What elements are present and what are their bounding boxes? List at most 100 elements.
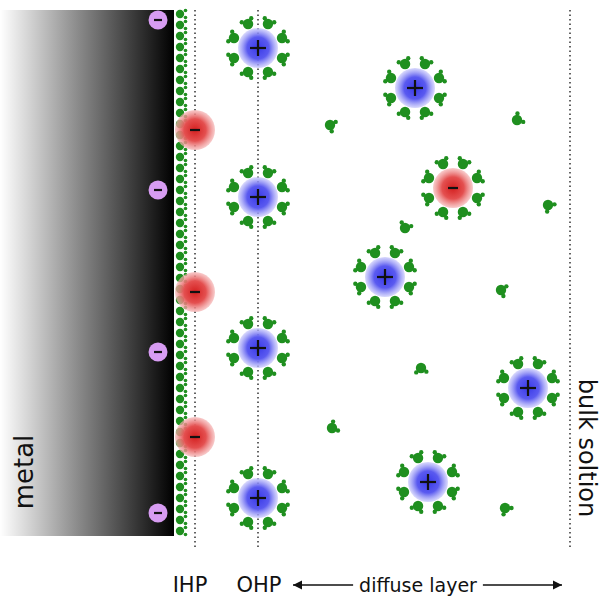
water-molecule: [240, 466, 254, 479]
water-molecule: [472, 170, 485, 184]
water-molecule: [367, 296, 381, 309]
water-molecule: [277, 353, 290, 367]
charge-sign: [154, 189, 162, 191]
surface-charge: [149, 181, 168, 200]
water-molecule: [397, 107, 411, 120]
water-molecule: [390, 296, 404, 309]
water-molecule: [410, 450, 424, 463]
water-molecule: [410, 501, 424, 514]
surface-water: [176, 504, 188, 515]
charge-sign: [257, 340, 259, 356]
water-molecule: [390, 245, 404, 258]
water-molecule: [496, 393, 509, 407]
surface-water: [176, 405, 188, 416]
charge-sign: [190, 129, 200, 131]
cation: [383, 56, 447, 120]
charge-sign: [257, 490, 259, 506]
water-molecule: [404, 259, 417, 273]
water-molecule: [543, 200, 557, 214]
surface-water: [176, 394, 188, 405]
water-molecule: [277, 30, 290, 44]
surface-water: [176, 163, 188, 174]
plane-line: [569, 10, 570, 548]
water-molecule: [325, 120, 338, 134]
water-molecule: [263, 216, 277, 229]
surface-water: [176, 53, 188, 64]
water-molecule: [240, 67, 254, 80]
cation: [226, 316, 290, 380]
water-molecule: [547, 370, 560, 384]
water-molecule: [396, 464, 409, 478]
surface-water: [176, 64, 188, 75]
cation: [353, 245, 417, 309]
surface-water: [176, 207, 188, 218]
surface-water: [176, 515, 188, 526]
surface-charge: [149, 11, 168, 30]
water-molecule: [397, 56, 411, 69]
water-molecule: [434, 70, 447, 84]
water-molecule: [226, 53, 239, 67]
charge-sign: [448, 187, 458, 189]
surface-water: [176, 262, 188, 273]
surface-water: [176, 240, 188, 251]
plane-label: OHP: [237, 575, 282, 596]
anion: [421, 156, 485, 220]
water-molecule: [414, 363, 429, 375]
metal-electrode: [0, 10, 174, 536]
charge-sign: [190, 436, 200, 438]
water-molecule: [263, 165, 277, 178]
water-molecule: [421, 170, 434, 184]
charge-sign: [384, 269, 386, 285]
water-molecule: [226, 179, 239, 193]
charge-sign: [154, 19, 162, 21]
surface-water: [176, 526, 188, 537]
water-molecule: [277, 330, 290, 344]
water-molecule: [434, 93, 447, 107]
surface-water: [176, 9, 188, 20]
arrowhead: [293, 581, 302, 590]
water-molecule: [383, 93, 396, 107]
water-molecule: [435, 156, 449, 169]
water-molecule: [226, 503, 239, 517]
water-molecule: [496, 284, 509, 298]
water-molecule: [240, 316, 254, 329]
surface-water: [176, 97, 188, 108]
water-molecule: [226, 480, 239, 494]
water-molecule: [547, 393, 560, 407]
surface-water: [176, 460, 188, 471]
water-molecule: [353, 259, 366, 273]
surface-water: [176, 372, 188, 383]
water-molecule: [420, 56, 434, 69]
water-molecule: [500, 503, 514, 517]
surface-water: [176, 86, 188, 97]
water-molecule: [240, 367, 254, 380]
arrowhead: [553, 581, 562, 590]
cation: [226, 466, 290, 530]
water-molecule: [240, 16, 254, 29]
surface-water: [176, 75, 188, 86]
charge-sign: [257, 189, 259, 205]
anion: [175, 110, 215, 150]
water-molecule: [458, 156, 472, 169]
surface-water: [176, 383, 188, 394]
water-molecule: [433, 501, 447, 514]
water-molecule: [277, 480, 290, 494]
water-molecule: [435, 207, 449, 220]
surface-water: [176, 229, 188, 240]
water-molecule: [263, 316, 277, 329]
water-molecule: [433, 450, 447, 463]
water-molecule: [396, 487, 409, 501]
surface-water: [176, 196, 188, 207]
water-molecule: [404, 282, 417, 296]
water-molecule: [277, 179, 290, 193]
water-molecule: [510, 407, 524, 420]
surface-charge: [149, 343, 168, 362]
water-molecule: [240, 517, 254, 530]
surface-water: [176, 361, 188, 372]
water-molecule: [496, 370, 509, 384]
anion: [175, 272, 215, 312]
water-molecule: [226, 202, 239, 216]
charge-sign: [190, 291, 200, 293]
surface-water: [176, 482, 188, 493]
